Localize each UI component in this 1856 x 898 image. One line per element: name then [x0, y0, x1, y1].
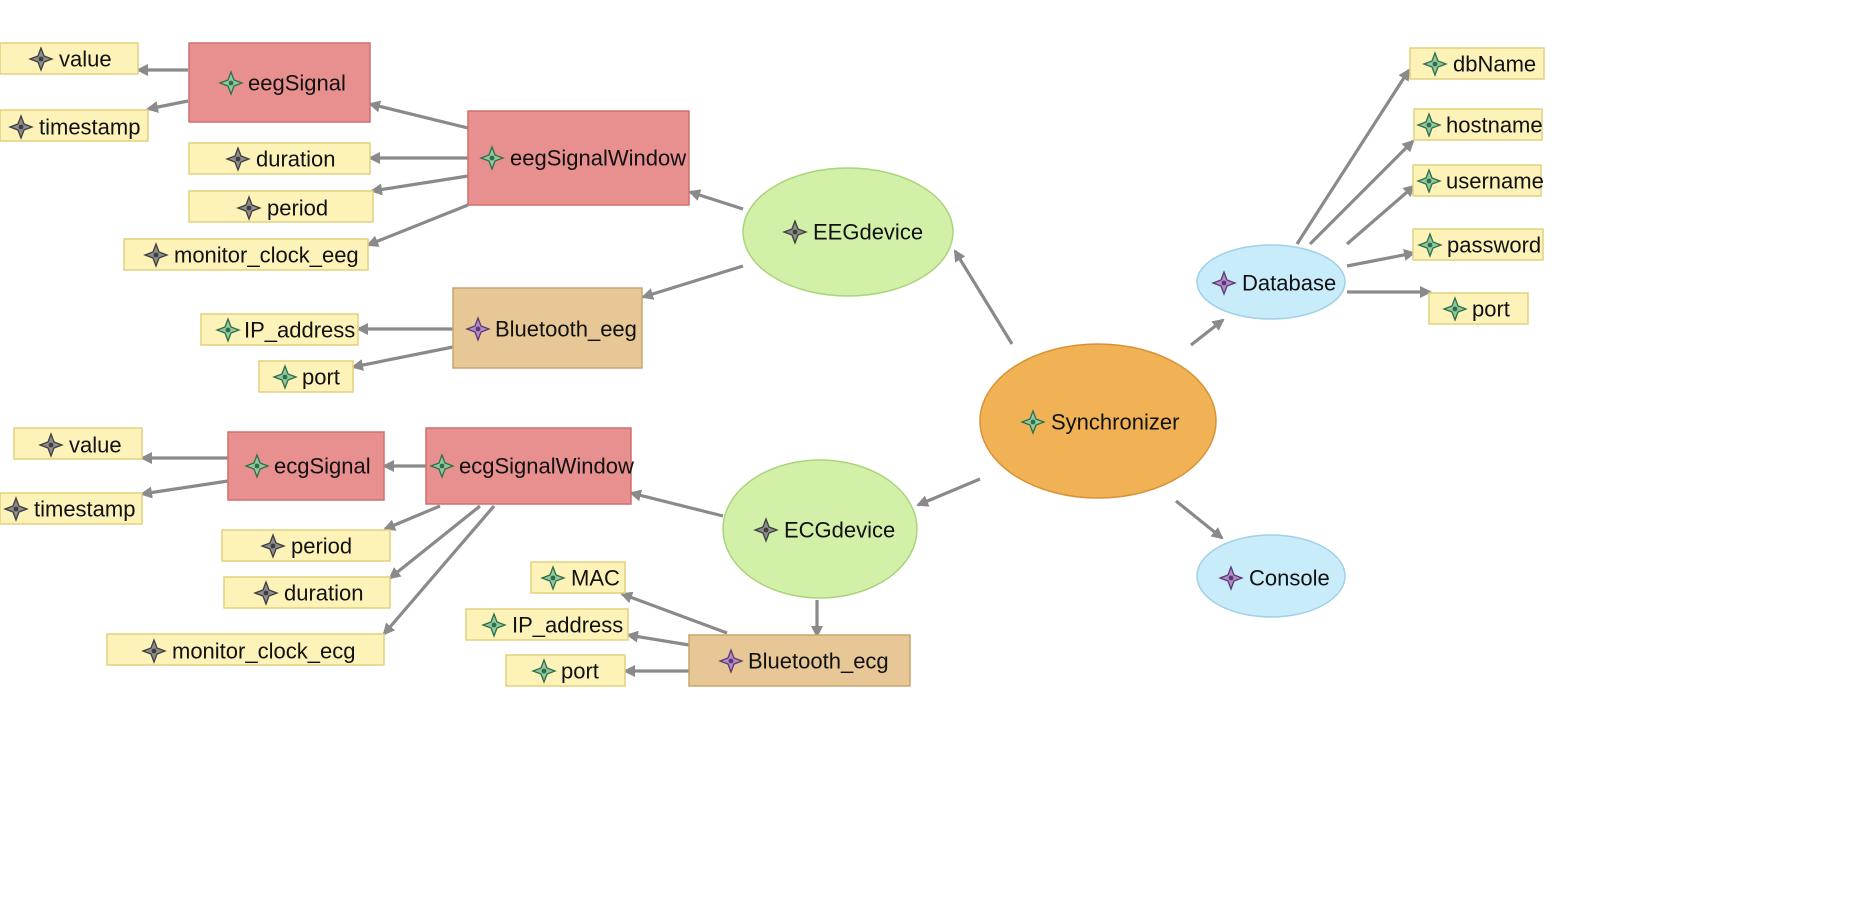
node-bluetootheeg-port[interactable]: port [258, 360, 354, 393]
edge-ecgdevice-ecgwindow [629, 489, 724, 518]
edge-bluetoothecg-ip [626, 630, 690, 647]
nodes: value timestamp eegSignal duration perio… [0, 42, 1545, 687]
node-eegwindow-duration[interactable]: duration [188, 142, 371, 175]
edge-eegwindow-eegsignal [368, 100, 469, 130]
node-label: eegSignal [248, 71, 346, 96]
node-label: eegSignalWindow [510, 146, 686, 171]
node-ecgwindow-monitor-clock[interactable]: monitor_clock_ecg [106, 633, 385, 666]
node-eegsignal-timestamp[interactable]: timestamp [0, 109, 149, 142]
edge-database-password [1346, 249, 1416, 268]
node-label: IP_address [512, 613, 623, 638]
edge-eegdevice-bluetooth [641, 264, 744, 300]
edge-eegwindow-monitor-clock [366, 203, 469, 247]
node-database-password[interactable]: password [1412, 228, 1544, 261]
node-bluetoothecg-mac[interactable]: MAC [530, 561, 626, 594]
edge-bluetoothecg-mac [620, 591, 728, 635]
node-eegsignal[interactable]: eegSignal [188, 42, 371, 123]
node-label: duration [256, 147, 336, 172]
node-bluetoothecg-port[interactable]: port [505, 654, 626, 687]
edge-database-username [1345, 184, 1416, 246]
edge-synchronizer-ecgdevice [916, 477, 981, 507]
node-database[interactable]: Database [1196, 244, 1346, 320]
node-label: ecgSignalWindow [459, 454, 634, 479]
node-label: period [291, 534, 352, 559]
node-label: value [69, 433, 122, 458]
node-database-hostname[interactable]: hostname [1413, 108, 1543, 141]
edge-synchronizer-eegdevice [953, 249, 1014, 345]
node-eegdevice[interactable]: EEGdevice [742, 167, 954, 297]
edge-eegwindow-period [370, 174, 469, 196]
node-label: password [1447, 233, 1541, 258]
node-bluetootheeg[interactable]: Bluetooth_eeg [452, 287, 643, 369]
node-bluetoothecg[interactable]: Bluetooth_ecg [688, 634, 911, 687]
node-label: Synchronizer [1051, 410, 1179, 435]
node-label: hostname [1446, 113, 1543, 138]
node-label: period [267, 196, 328, 221]
node-label: dbName [1453, 52, 1536, 77]
node-label: MAC [571, 566, 620, 591]
node-label: port [1472, 297, 1510, 322]
node-ecgwindow-period[interactable]: period [221, 529, 391, 562]
node-label: ecgSignal [274, 454, 371, 479]
node-label: Console [1249, 566, 1330, 591]
edge-bluetootheeg-port [351, 345, 454, 371]
node-label: port [302, 365, 340, 390]
node-database-port[interactable]: port [1428, 292, 1529, 325]
node-ecgsignal[interactable]: ecgSignal [227, 431, 385, 501]
node-eegsignalwindow[interactable]: eegSignalWindow [467, 110, 690, 206]
node-label: port [561, 659, 599, 684]
edge-synchronizer-database [1190, 318, 1225, 347]
node-label: timestamp [39, 115, 140, 140]
node-console[interactable]: Console [1196, 534, 1346, 618]
edge-database-hostname [1308, 139, 1415, 246]
node-ecgsignal-value[interactable]: value [13, 427, 143, 460]
node-ecgsignal-timestamp[interactable]: timestamp [0, 492, 143, 525]
edge-ecgwindow-duration [388, 504, 481, 580]
node-database-dbname[interactable]: dbName [1409, 47, 1545, 80]
node-label: Database [1242, 271, 1336, 296]
edge-eegsignal-timestamp [146, 99, 189, 113]
node-ecgsignalwindow[interactable]: ecgSignalWindow [425, 427, 634, 505]
edge-ecgwindow-monitor-clock [382, 504, 496, 636]
node-label: Bluetooth_eeg [495, 317, 637, 342]
node-label: value [59, 47, 112, 72]
node-eegsignal-value[interactable]: value [0, 42, 139, 75]
node-synchronizer[interactable]: Synchronizer [979, 343, 1217, 499]
edge-ecgwindow-period [383, 504, 441, 531]
node-eegwindow-period[interactable]: period [188, 190, 374, 223]
node-ecgwindow-duration[interactable]: duration [223, 576, 391, 609]
node-label: monitor_clock_eeg [174, 243, 359, 268]
node-label: duration [284, 581, 364, 606]
edge-eegdevice-eegwindow [688, 189, 744, 211]
edges [136, 64, 1432, 677]
node-label: IP_address [244, 318, 355, 343]
node-eegwindow-monitor-clock[interactable]: monitor_clock_eeg [123, 238, 369, 271]
node-ecgdevice[interactable]: ECGdevice [722, 459, 918, 599]
node-bluetoothecg-ip[interactable]: IP_address [465, 608, 629, 641]
node-label: Bluetooth_ecg [748, 649, 889, 674]
node-label: username [1446, 169, 1544, 194]
edge-ecgsignal-timestamp [140, 479, 229, 499]
node-label: timestamp [34, 497, 135, 522]
node-label: monitor_clock_ecg [172, 639, 355, 664]
edge-synchronizer-console [1174, 499, 1224, 540]
edge-database-dbname [1295, 68, 1411, 245]
node-label: ECGdevice [784, 518, 895, 543]
node-database-username[interactable]: username [1412, 164, 1544, 197]
node-bluetootheeg-ip[interactable]: IP_address [200, 313, 359, 346]
node-label: EEGdevice [813, 220, 923, 245]
